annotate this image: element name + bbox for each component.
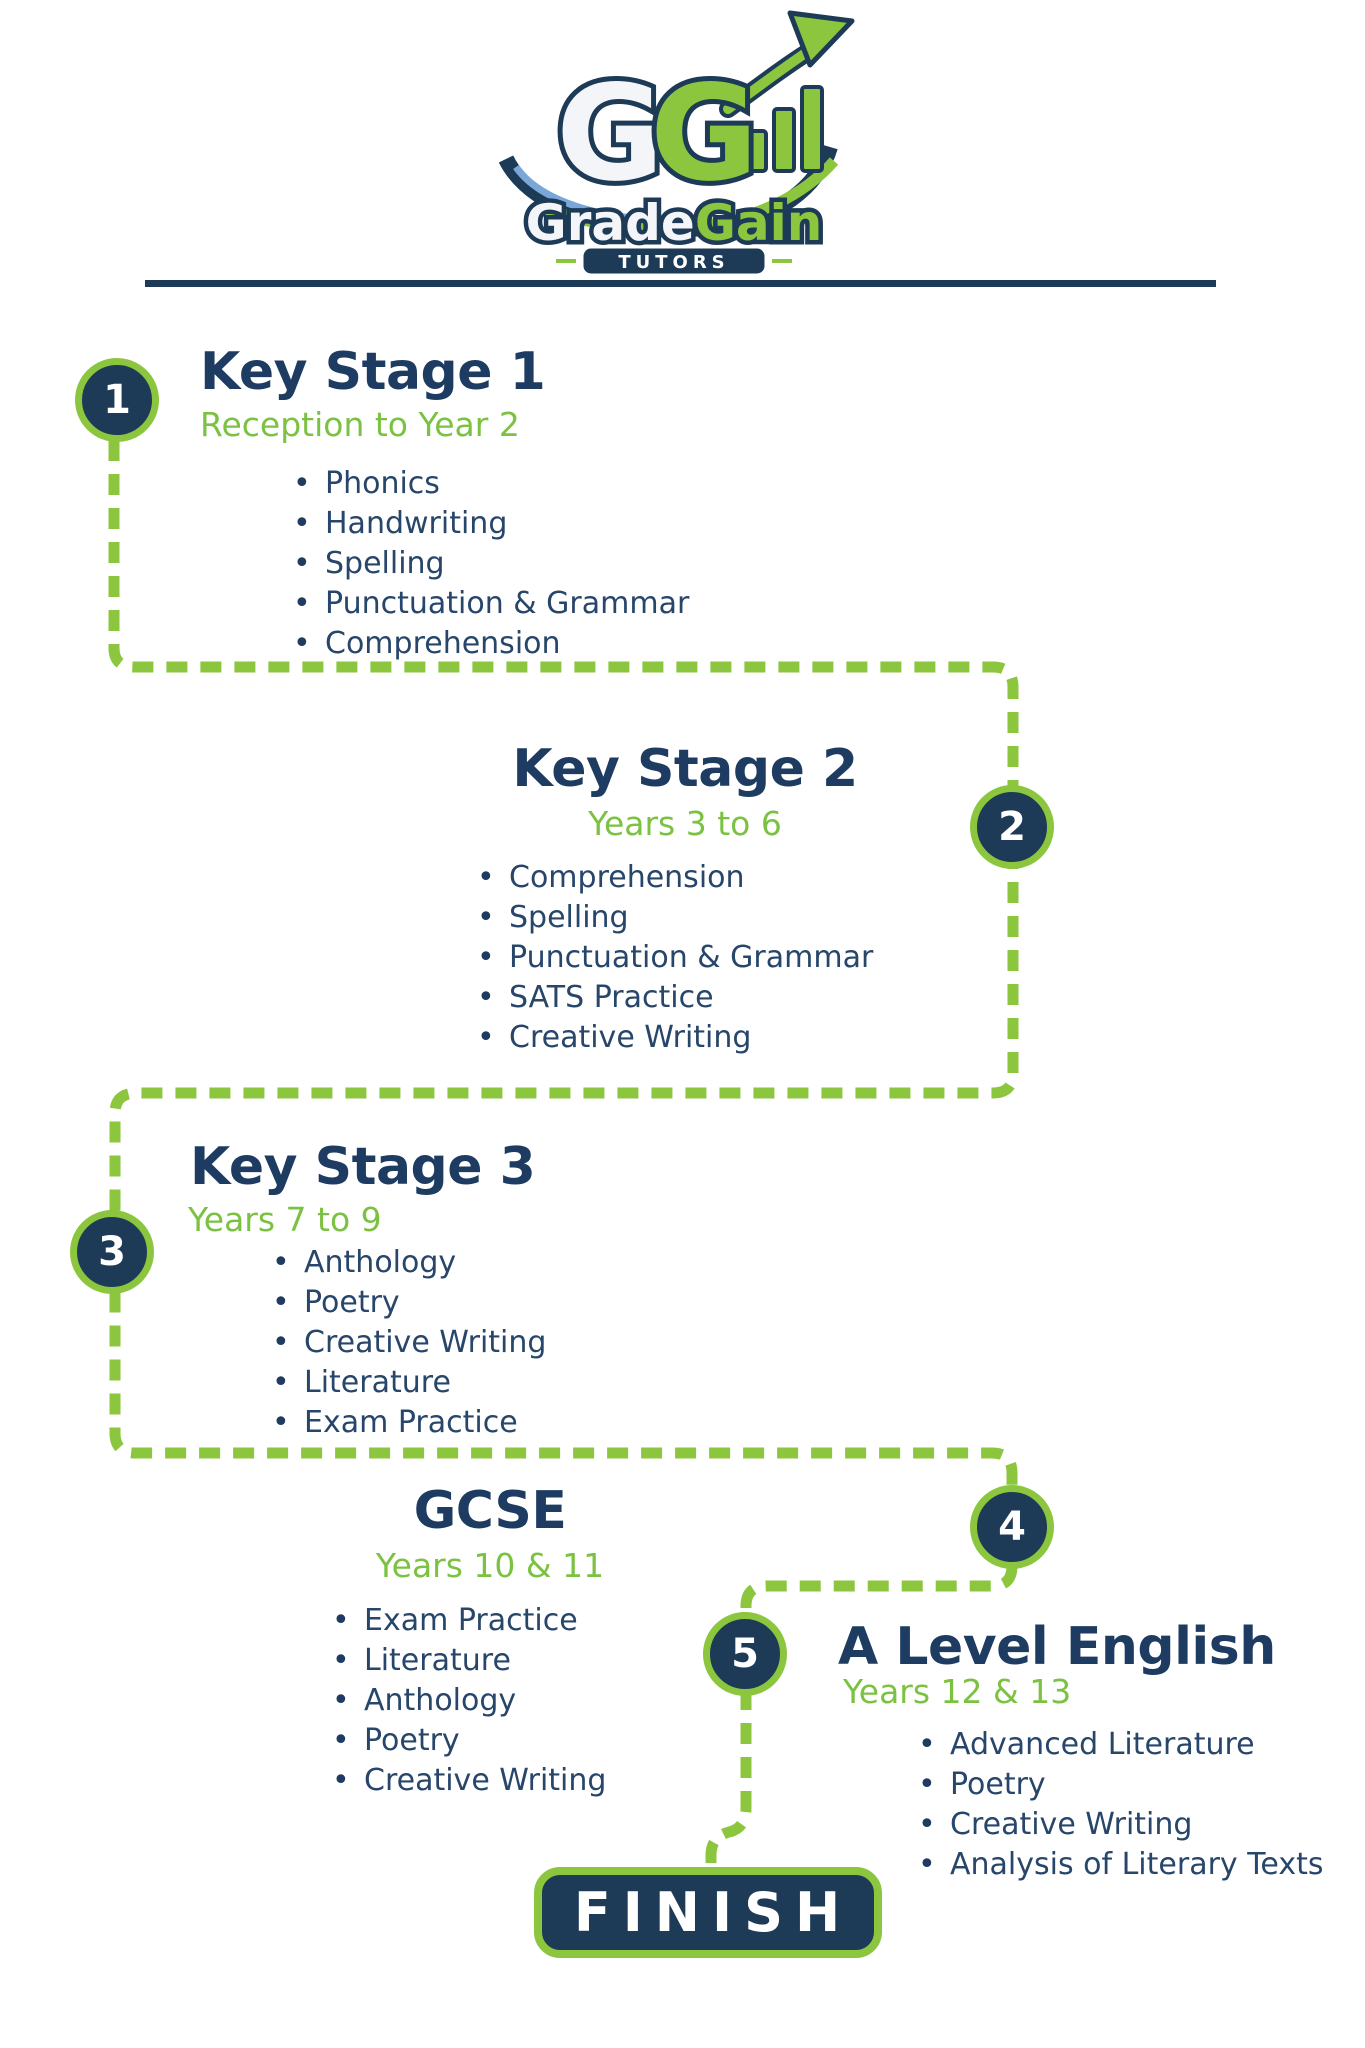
topic-item: •Poetry [272, 1284, 400, 1320]
topic-item: •Advanced Literature [918, 1726, 1255, 1762]
stage-title-a-level-english: A Level English [838, 1617, 1276, 1677]
banner-dash-right-icon [772, 259, 792, 263]
topic-item: •Comprehension [293, 625, 561, 661]
monogram-g1: G [556, 57, 664, 211]
bullet-icon: • [293, 505, 311, 541]
topic-item: •Phonics [293, 465, 440, 501]
bullet-icon: • [918, 1726, 936, 1762]
brand-grade-text: Grade [526, 194, 695, 252]
bullet-icon: • [293, 625, 311, 661]
bullet-icon: • [332, 1762, 350, 1798]
bullet-icon: • [293, 465, 311, 501]
bullet-icon: • [477, 939, 495, 975]
bullet-icon: • [918, 1806, 936, 1842]
bullet-icon: • [332, 1722, 350, 1758]
topic-item: •Anthology [272, 1244, 457, 1280]
bullet-icon: • [332, 1682, 350, 1718]
topic-item: •Literature [272, 1364, 451, 1400]
topic-item: •Exam Practice [332, 1602, 578, 1638]
topic-item: •Poetry [918, 1766, 1046, 1802]
topic-item: •Analysis of Literary Texts [918, 1846, 1324, 1882]
bullet-icon: • [272, 1404, 290, 1440]
swoosh-blue-icon [513, 164, 707, 224]
stage-node-4: 4 [970, 1485, 1054, 1569]
stage-subtitle-key-stage-2: Years 3 to 6 [588, 804, 782, 843]
stage-title-key-stage-2: Key Stage 2 [512, 739, 858, 799]
bullet-icon: • [477, 899, 495, 935]
topic-item: •SATS Practice [477, 979, 714, 1015]
bullet-icon: • [293, 585, 311, 621]
topic-item: •Creative Writing [477, 1019, 752, 1055]
topic-item: •Creative Writing [332, 1762, 607, 1798]
bullet-icon: • [272, 1324, 290, 1360]
topic-item: •Spelling [477, 899, 629, 935]
stage-subtitle-key-stage-1: Reception to Year 2 [200, 405, 520, 444]
stage-topics-gcse: •Exam Practice •Literature •Anthology •Poet… [332, 1600, 606, 1800]
stage-topics-key-stage-2: •Comprehension •Spelling •Punctuation & Gr… [477, 857, 873, 1057]
roadmap-trail-line [108, 440, 1019, 1872]
stage-subtitle-gcse: Years 10 & 11 [375, 1546, 605, 1585]
tutors-banner [580, 245, 768, 277]
topic-item: •Punctuation & Grammar [477, 939, 874, 975]
topic-item: •Literature [332, 1642, 511, 1678]
topic-item: •Anthology [332, 1682, 517, 1718]
stage-title-gcse: GCSE [413, 1481, 567, 1541]
monogram-g2: G [650, 57, 758, 211]
stage-node-1: 1 [75, 358, 159, 442]
bullet-icon: • [918, 1766, 936, 1802]
stage-title-key-stage-1: Key Stage 1 [200, 342, 546, 402]
stage-topics-key-stage-1: •Phonics •Handwriting •Spelling •Punctuatio… [293, 463, 689, 663]
stage-node-5: 5 [703, 1612, 787, 1696]
bullet-icon: • [272, 1284, 290, 1320]
topic-item: •Exam Practice [272, 1404, 518, 1440]
tutors-text: TUTORS [618, 252, 729, 273]
stage-node-2: 2 [970, 785, 1054, 869]
gradegain-logo: G G GradeGain TUTORS [498, 10, 855, 277]
stage-subtitle-key-stage-3: Years 7 to 9 [188, 1200, 382, 1239]
growth-arrow-icon [723, 45, 815, 114]
topic-item: •Creative Writing [272, 1324, 547, 1360]
brand-gain-text: Gain [695, 194, 823, 252]
stage-topics-a-level-english: •Advanced Literature •Poetry •Creative Wri… [918, 1724, 1324, 1884]
bullet-icon: • [332, 1602, 350, 1638]
stage-title-key-stage-3: Key Stage 3 [190, 1137, 536, 1197]
bullet-icon: • [477, 979, 495, 1015]
bullet-icon: • [293, 545, 311, 581]
topic-item: •Handwriting [293, 505, 508, 541]
swoosh-green-icon [535, 157, 839, 235]
bullet-icon: • [332, 1642, 350, 1678]
stage-node-3: 3 [70, 1210, 154, 1294]
stage-topics-key-stage-3: •Anthology •Poetry •Creative Writing •Liter… [272, 1242, 546, 1442]
bullet-icon: • [272, 1244, 290, 1280]
topic-item: •Spelling [293, 545, 445, 581]
topic-item: •Poetry [332, 1722, 460, 1758]
bullet-icon: • [918, 1846, 936, 1882]
banner-dash-left-icon [556, 259, 576, 263]
finish-badge: FINISH [534, 1867, 882, 1958]
stage-subtitle-a-level-english: Years 12 & 13 [843, 1672, 1072, 1711]
topic-item: •Punctuation & Grammar [293, 585, 690, 621]
bullet-icon: • [477, 859, 495, 895]
arrowhead-icon [787, 10, 855, 68]
topic-item: •Comprehension [477, 859, 745, 895]
bullet-icon: • [477, 1019, 495, 1055]
header-divider [145, 280, 1216, 287]
topic-item: •Creative Writing [918, 1806, 1193, 1842]
growth-bars-icon [744, 85, 824, 173]
bullet-icon: • [272, 1364, 290, 1400]
brand-wordmark: GradeGain [526, 194, 823, 252]
